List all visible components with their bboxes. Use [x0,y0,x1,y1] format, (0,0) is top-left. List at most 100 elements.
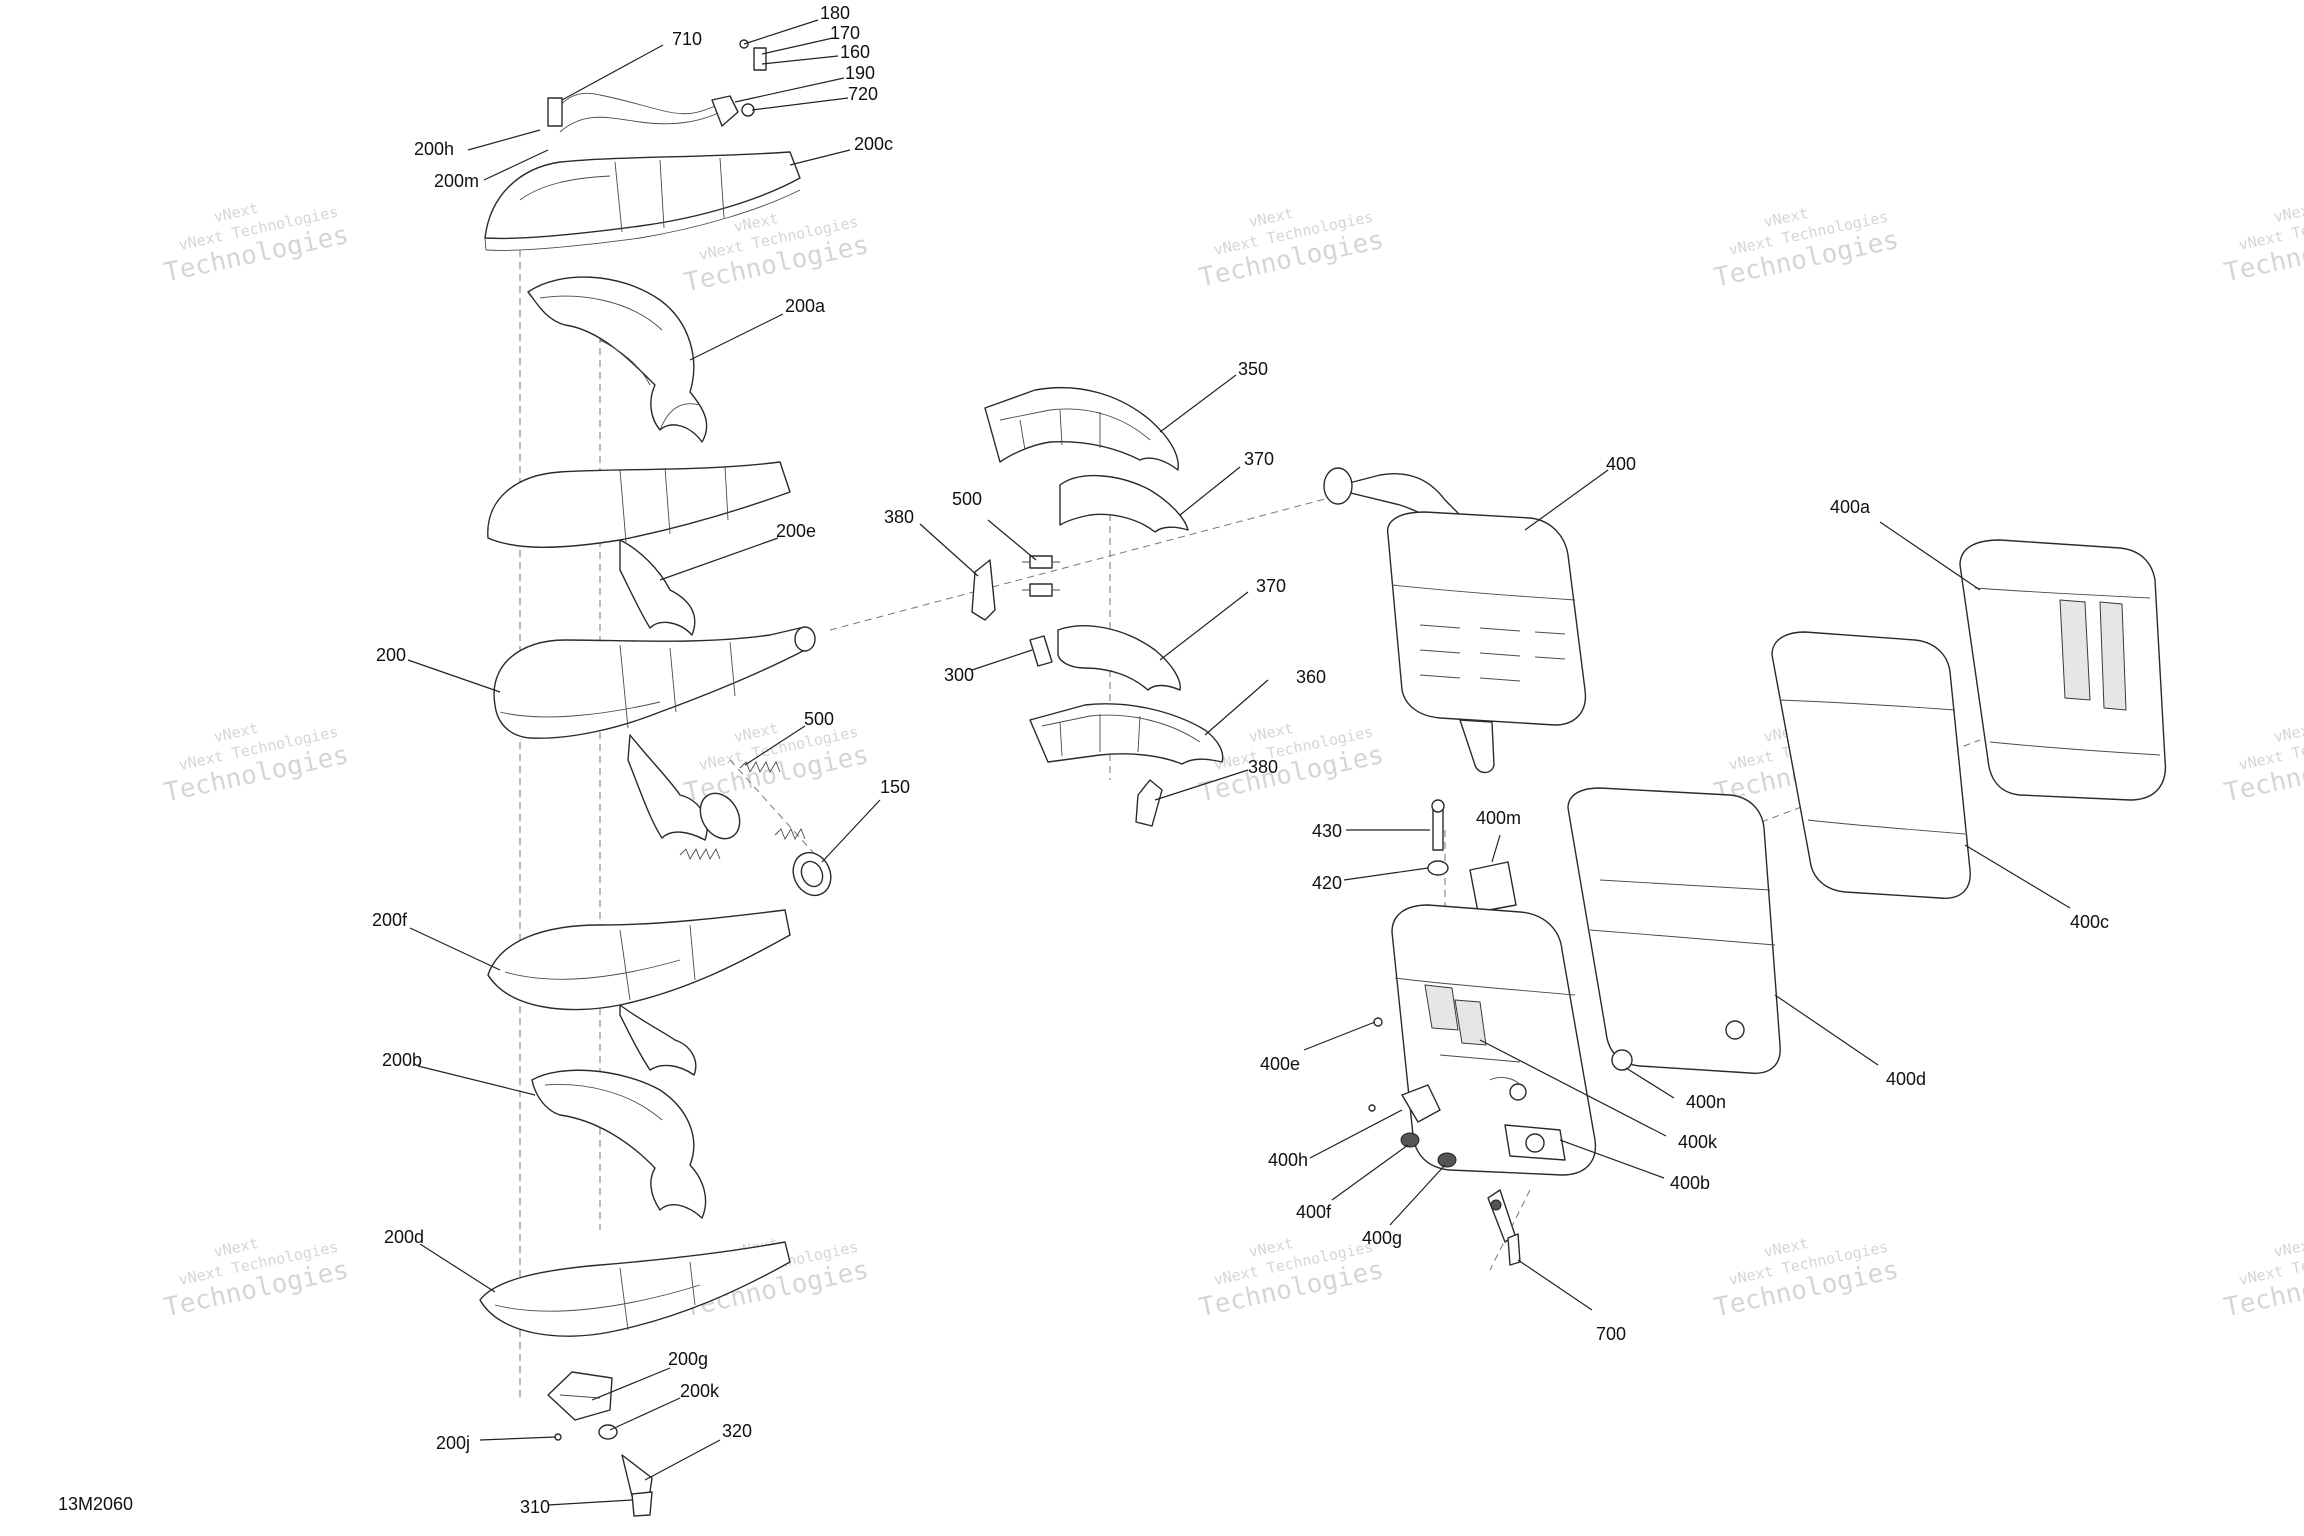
screw-400e [1368,1104,1376,1112]
callout-400f: 400f [1296,1202,1332,1222]
callout-190: 190 [845,63,875,83]
part-200d-bottom-shell [479,1241,791,1337]
callout-350: 350 [1238,359,1268,379]
callout-400c: 400c [2070,912,2109,932]
part-400d-inner-shell [1567,787,1781,1074]
shield-louver [2099,601,2127,711]
sensor-harness [547,39,767,133]
bolt-head-430 [1431,799,1445,813]
callout-400g: 400g [1362,1228,1402,1248]
grommet-200k [598,1424,618,1440]
grommet-400g [1437,1152,1457,1168]
watermark-bot-3: vNext vNext Technologies Technologies [1196,1234,1386,1323]
callout-420: 420 [1312,873,1342,893]
grommet-400f [1400,1132,1420,1148]
part-400b-muffler-body [1391,904,1597,1176]
callout-labels: 710 180 170 160 190 720 200h 200m 200c 2… [372,3,2109,1517]
alignment-line [1489,1189,1531,1271]
body-bracket [1454,999,1487,1046]
part-350-pipe-shield [984,387,1179,471]
callout-400h: 400h [1268,1150,1308,1170]
callout-160: 160 [840,42,870,62]
part-360-lower-shield [1029,703,1224,765]
callout-180: 180 [820,3,850,23]
callout-370-upper: 370 [1244,449,1274,469]
watermark-top-3: vNext vNext Technologies Technologies [1196,204,1386,293]
callout-400b: 400b [1670,1173,1710,1193]
spring-coupler [1029,583,1053,597]
sensor-clip-160 [753,47,767,71]
callout-310: 310 [520,1497,550,1517]
bolt-430-420-plate-400m [1427,799,1517,913]
body-bracket [1424,984,1459,1031]
part-400c-middle-shell [1771,631,1971,899]
watermark-bot-5: vNext vNext Technologies Technologies [2221,1234,2304,1323]
plug-400n [1611,1049,1633,1071]
callout-200: 200 [376,645,406,665]
watermark-top-5: vNext vNext Technologies Technologies [2221,199,2304,288]
shell-rivet [1725,1020,1745,1040]
watermark-bot-4: vNext vNext Technologies Technologies [1711,1234,1901,1323]
part-400a-outer-shield [1959,539,2167,801]
part-200b-clamp-shield [531,1069,707,1219]
part-370-lower-pipe [1057,625,1181,691]
chamber-flange [699,792,741,840]
diagram-reference-code: 13M2060 [58,1494,134,1514]
part-300-clamp [1029,635,1053,667]
watermarks: vNext vNext Technologies Technologies vN… [161,199,2304,1323]
part-200c-upper-shield [484,151,801,251]
callout-430: 430 [1312,821,1342,841]
callout-320: 320 [722,1421,752,1441]
callout-720: 720 [848,84,878,104]
callout-400n: 400n [1686,1092,1726,1112]
muffler-outlet [1459,719,1495,774]
watermark-mid-2: vNext vNext Technologies Technologies [681,719,871,808]
muffler-inlet [1323,467,1353,505]
part-380-bracket [971,559,996,621]
callout-200d: 200d [384,1227,424,1247]
callout-710: 710 [672,29,702,49]
sensor-tip [1490,1199,1502,1211]
part-370-upper-pipe [1059,474,1189,533]
callout-200e: 200e [776,521,816,541]
body-port [1525,1133,1545,1153]
callout-200j: 200j [436,1433,470,1453]
small-hardware [1368,1017,1633,1168]
watermark-top-1: vNext vNext Technologies Technologies [161,199,351,288]
callout-400e: 400e [1260,1054,1300,1074]
screw-200j [554,1433,562,1441]
bracket-200g [547,1371,613,1421]
chamber-outlet [794,626,816,652]
watermark-mid-1: vNext vNext Technologies Technologies [161,719,351,808]
callout-170: 170 [830,23,860,43]
watermark-text: vNext [2272,719,2304,746]
part-200-expansion-chamber [493,626,816,841]
bracket-190 [711,95,739,127]
callout-200h: 200h [414,139,454,159]
callout-200f: 200f [372,910,408,930]
callout-200g: 200g [668,1349,708,1369]
alignment-line [829,494,1341,631]
part-380-lower-bracket [1135,779,1163,827]
callout-700: 700 [1596,1324,1626,1344]
part-200a-lower-shield [527,276,708,443]
bracket-400h [1401,1084,1441,1123]
part-200e-shield-assembly [487,461,791,636]
callout-200b: 200b [382,1050,422,1070]
watermark-top-4: vNext vNext Technologies Technologies [1711,204,1901,293]
body-boss [1509,1083,1527,1101]
callout-370-lower: 370 [1256,576,1286,596]
part-700-sensor [1487,1189,1521,1266]
callout-200c: 200c [854,134,893,154]
leader-lines [407,19,2071,1506]
bracket-310 [631,1491,653,1517]
part-400-muffler [1323,467,1587,774]
alignment-line [729,759,821,861]
bolt-430 [1432,807,1444,851]
callout-500-center: 500 [952,489,982,509]
washer-420 [1427,860,1449,876]
callout-200a: 200a [785,296,826,316]
watermark-mid-5: vNext vNext Technologies Technologies [2221,719,2304,808]
